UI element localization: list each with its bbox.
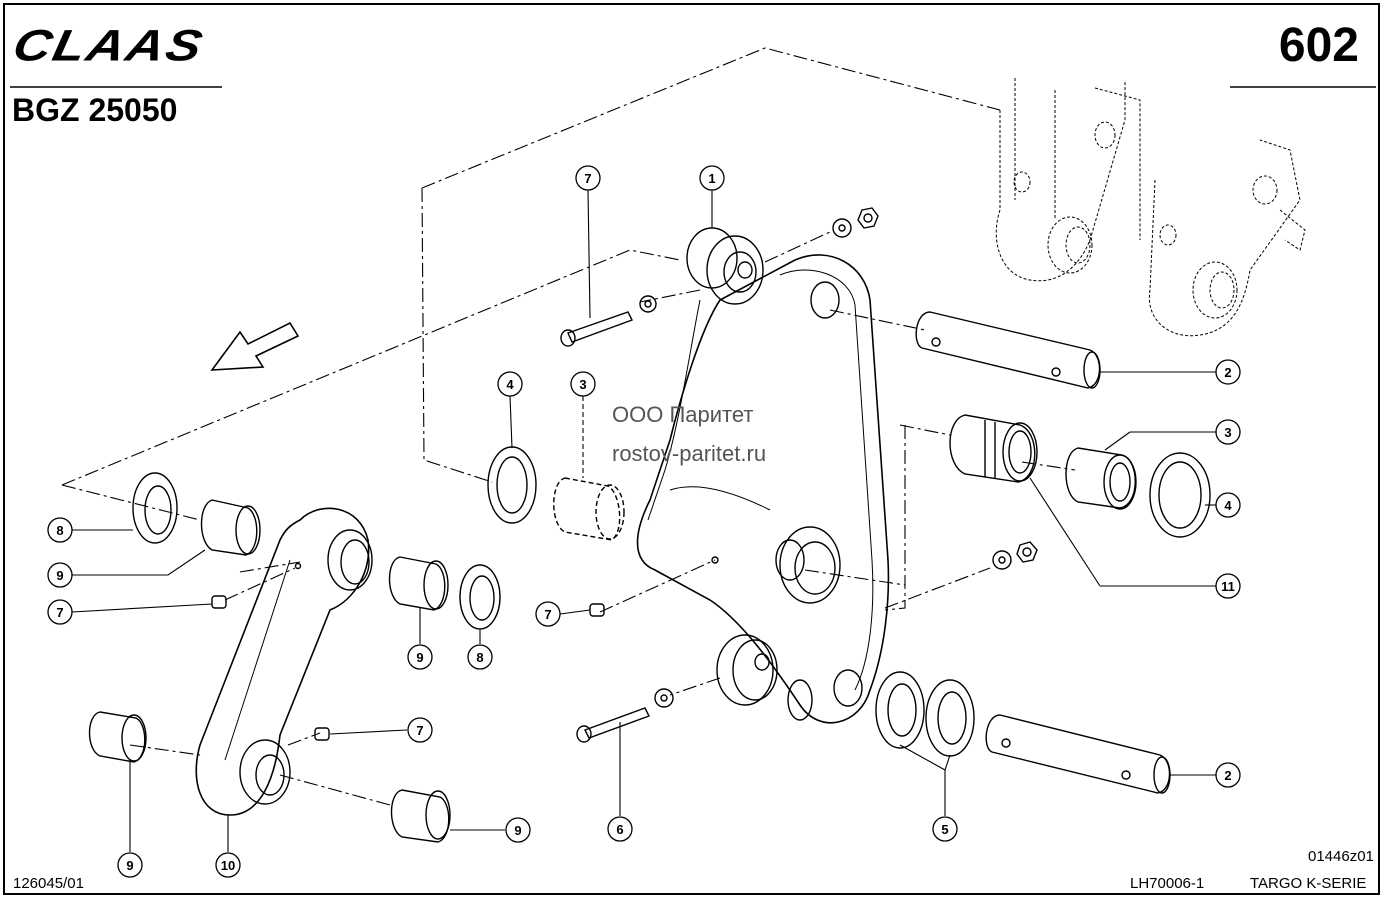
callout-label: 9 [56, 568, 63, 583]
footer-drawing-code: 01446z01 [1308, 848, 1374, 865]
callout-label: 7 [584, 171, 591, 186]
callout-4-7: 4 [1215, 492, 1241, 518]
watermark-line-2: rostov-paritet.ru [612, 441, 767, 466]
bolt-part-6 [576, 688, 674, 743]
callout-2-3: 2 [1215, 762, 1241, 788]
callout-9-14: 9 [407, 644, 433, 670]
callout-label: 4 [506, 377, 514, 392]
washer-nut-upper [832, 207, 879, 238]
exploded-reference-lines [61, 47, 1076, 806]
callout-leaders [71, 189, 1216, 852]
model-number: BGZ 25050 [12, 92, 178, 128]
bushing-part-9-b [388, 556, 449, 611]
drawing-frame [3, 3, 1380, 895]
callout-3-4: 3 [570, 371, 596, 397]
callout-8-10: 8 [47, 517, 73, 543]
callout-label: 4 [1224, 498, 1232, 513]
callout-label: 9 [416, 650, 423, 665]
bolt-part-7-upper [560, 295, 657, 347]
grease-nipple-part-7-left-a [211, 595, 227, 609]
watermark-line-1: ООО Паритет [612, 402, 754, 427]
bushing-part-9-a [200, 499, 261, 556]
callout-label: 5 [941, 822, 948, 837]
callout-4-6: 4 [497, 371, 523, 397]
ring-part-4-left [487, 446, 537, 524]
callout-label: 10 [221, 858, 235, 873]
callout-2-2: 2 [1215, 359, 1241, 385]
callout-label: 9 [514, 823, 521, 838]
claas-logo: CLAAS [8, 21, 209, 71]
bushing-part-3-right [1065, 447, 1137, 510]
callout-group: 1 7 2 2 3 3 4 4 5 6 8 9 7 7 9 8 7 9 9 10 11 [47, 165, 1241, 878]
pin-part-2-lower [985, 714, 1171, 794]
link-plate-part-1 [636, 227, 890, 724]
callout-7-16: 7 [407, 717, 433, 743]
callout-7-13: 7 [535, 601, 561, 627]
callout-7-12: 7 [47, 599, 73, 625]
callout-label: 3 [579, 377, 586, 392]
footer-reference: LH70006-1 [1130, 875, 1205, 892]
callout-label: 7 [416, 723, 423, 738]
link-arm-part-10 [195, 507, 373, 816]
direction-arrow-icon [210, 321, 300, 371]
callout-label: 6 [616, 822, 623, 837]
callout-label: 7 [56, 605, 63, 620]
callout-label: 9 [126, 858, 133, 873]
callout-label: 8 [56, 523, 63, 538]
ring-part-8-right [459, 564, 501, 630]
callout-label: 8 [476, 650, 483, 665]
washer-nut-lower [992, 541, 1038, 570]
callout-10-19: 10 [215, 852, 241, 878]
spacer-part-5 [875, 671, 975, 757]
bushing-part-11 [949, 414, 1038, 483]
callout-11-20: 11 [1215, 573, 1241, 599]
bushing-part-9-d [390, 789, 451, 843]
callout-label: 11 [1221, 579, 1235, 594]
ring-part-4-right [1149, 452, 1211, 538]
page-number: 602 [1278, 19, 1359, 72]
grease-nipple-part-7-mid [589, 603, 605, 617]
callout-1-0: 1 [699, 165, 725, 191]
callout-3-5: 3 [1215, 419, 1241, 445]
grease-nipple-part-7-left-b [314, 727, 330, 741]
bushing-part-3-left [553, 477, 625, 541]
callout-9-18: 9 [117, 852, 143, 878]
callout-label: 2 [1224, 365, 1231, 380]
callout-9-11: 9 [47, 562, 73, 588]
boom-assembly-outline [995, 78, 1306, 337]
footer-left-code: 126045/01 [13, 875, 84, 892]
bushing-part-9-c [88, 711, 147, 763]
pin-part-2-upper [915, 311, 1101, 389]
callout-7-1: 7 [575, 165, 601, 191]
callout-label: 2 [1224, 768, 1231, 783]
callout-5-8: 5 [932, 816, 958, 842]
callout-6-9: 6 [607, 816, 633, 842]
footer-series: TARGO K-SERIE [1250, 875, 1367, 892]
callout-8-15: 8 [467, 644, 493, 670]
callout-label: 1 [708, 171, 715, 186]
callout-label: 3 [1224, 425, 1231, 440]
callout-label: 7 [544, 607, 551, 622]
ring-part-8-left [132, 472, 178, 544]
callout-9-17: 9 [505, 817, 531, 843]
